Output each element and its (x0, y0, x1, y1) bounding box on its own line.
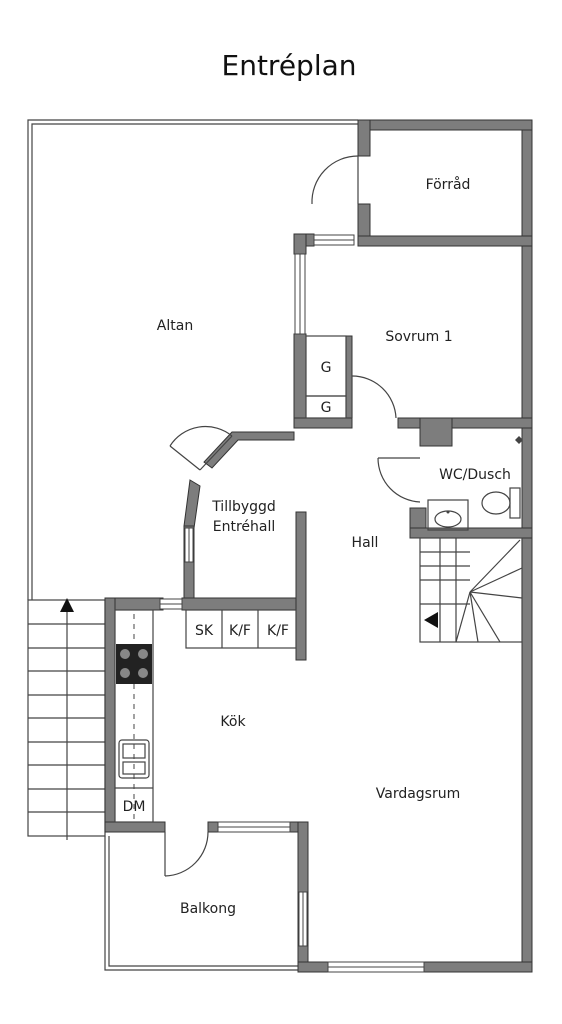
room-label-tillbyggd-line2: Entréhall (213, 519, 276, 535)
cabinet-kf2-label: K/F (267, 623, 289, 639)
exterior-stairs (27, 598, 106, 840)
room-labels: Förråd Altan Sovrum 1 WC/Dusch Tillbyggd… (157, 176, 511, 917)
wardrobe-g2-label: G (321, 400, 332, 416)
room-label-vardagsrum: Vardagsrum (376, 786, 461, 802)
walls (104, 119, 533, 973)
cabinet-kf1-label: K/F (229, 623, 251, 639)
arrow-left-icon (424, 612, 438, 628)
stove-icon (116, 644, 152, 684)
kitchen-counter: DM (114, 609, 154, 823)
room-label-tillbyggd-line1: Tillbyggd (211, 499, 276, 515)
doors (164, 155, 421, 877)
room-label-wc: WC/Dusch (439, 467, 511, 483)
interior-stairs (419, 537, 523, 643)
room-label-hall: Hall (352, 535, 379, 551)
shower-icon (515, 436, 523, 444)
altan-outline (27, 119, 358, 600)
room-label-kok: Kök (220, 714, 246, 730)
arrow-up-icon (60, 598, 74, 612)
room-label-balkong: Balkong (180, 901, 236, 917)
windows (159, 234, 425, 973)
sink-icon (427, 499, 469, 531)
room-label-sovrum: Sovrum 1 (385, 329, 452, 345)
toilet-icon (509, 487, 521, 519)
wardrobe-g1-label: G (321, 360, 332, 376)
dishwasher-label: DM (123, 799, 146, 815)
kitchen-sink-icon (118, 739, 150, 779)
room-label-forrad: Förråd (426, 176, 471, 193)
wardrobes: G G (305, 335, 347, 419)
wc-fixtures (427, 436, 523, 531)
room-label-altan: Altan (157, 318, 193, 334)
hall-cabinets: SK K/F K/F (185, 609, 297, 649)
balkong-outline (104, 836, 300, 971)
plan-title: Entréplan (222, 49, 357, 82)
cabinet-sk-label: SK (195, 623, 214, 639)
